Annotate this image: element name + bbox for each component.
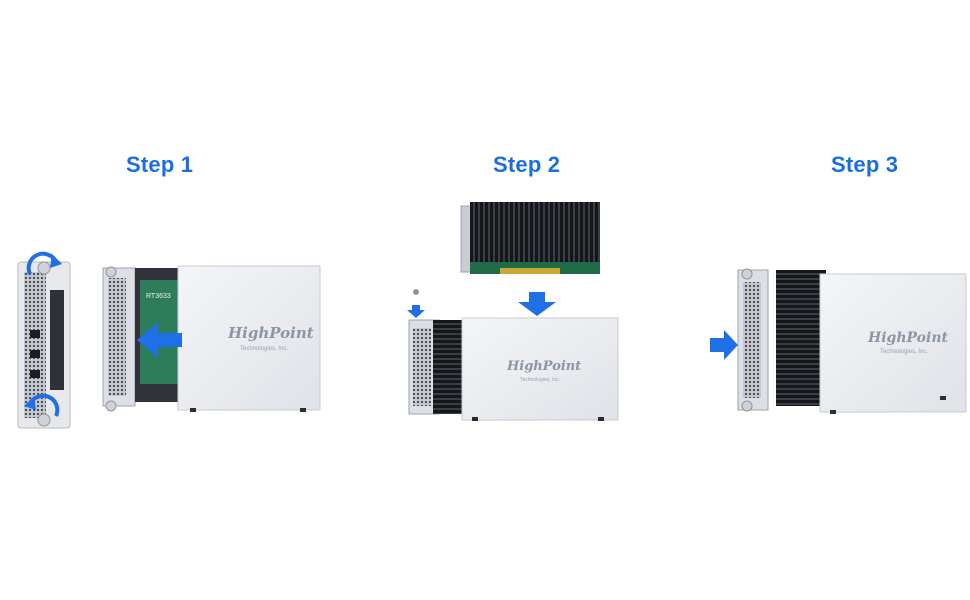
screw-icon: [413, 289, 419, 295]
enclosure-with-card: HighPoint Technologies, Inc.: [408, 317, 619, 421]
slide-arrow-icon: [137, 322, 182, 358]
brand-logo: HighPoint: [867, 330, 949, 346]
brand-logo: HighPoint: [506, 359, 581, 374]
brand-logo: HighPoint: [227, 324, 314, 342]
step-2-title: Step 2: [493, 152, 561, 177]
push-arrow-icon: [710, 330, 738, 360]
rear-bracket-panel: [17, 261, 71, 429]
step-1-title: Step 1: [126, 152, 194, 177]
brand-subtitle: Technologies, Inc.: [240, 346, 288, 352]
insert-arrow-icon: [518, 292, 556, 316]
step-2-illustration: HighPoint Technologies, Inc.: [407, 202, 619, 421]
step-3-title: Step 3: [831, 152, 899, 177]
card-label: RT3633: [146, 293, 171, 300]
nvme-card: [460, 202, 600, 274]
step-1-illustration: RT3633 HighPoint Technologies, Inc.: [17, 251, 321, 429]
brand-subtitle: Technologies, Inc.: [520, 377, 560, 383]
screw-arrow-icon: [407, 305, 425, 318]
brand-subtitle: Technologies, Inc.: [880, 349, 928, 355]
enclosure-assembled: HighPoint Technologies, Inc.: [737, 268, 967, 414]
step-3-illustration: HighPoint Technologies, Inc.: [710, 268, 967, 414]
enclosure-open: RT3633 HighPoint Technologies, Inc.: [102, 265, 321, 412]
